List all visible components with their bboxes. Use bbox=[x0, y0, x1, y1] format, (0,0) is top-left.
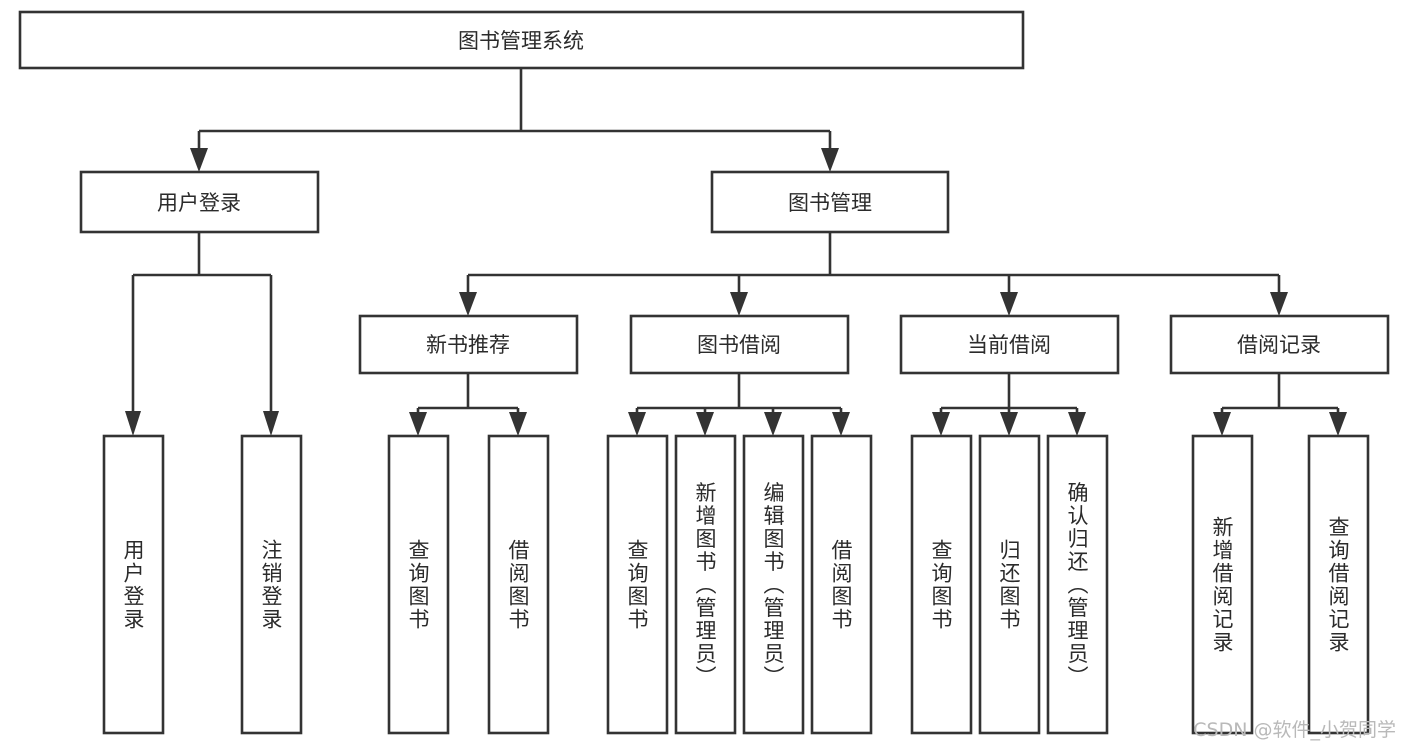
node-leaf-query-book-2-label: 查询图书 bbox=[625, 539, 649, 631]
arrow-head-current-borrow bbox=[1000, 292, 1018, 316]
arrow-head-leaf-add-book-admin bbox=[696, 412, 714, 436]
node-leaf-borrow-book-2-box[interactable] bbox=[810, 434, 873, 735]
arrow-head-leaf-logout-login bbox=[263, 411, 279, 436]
node-root[interactable]: 图书管理系统 bbox=[18, 10, 1025, 70]
node-new-book-recommend[interactable]: 新书推荐 bbox=[358, 314, 579, 375]
node-leaf-logout-login-label: 注销登录 bbox=[259, 539, 283, 631]
node-new-book-recommend-label: 新书推荐 bbox=[426, 333, 510, 357]
node-leaf-confirm-return-admin-box[interactable] bbox=[1046, 434, 1109, 735]
arrow-head-book-management bbox=[821, 148, 839, 172]
arrow-head-leaf-query-book-1 bbox=[409, 412, 427, 436]
node-leaf-borrow-book-1[interactable]: 借阅图书 bbox=[487, 434, 550, 735]
node-leaf-edit-book-admin-box[interactable] bbox=[742, 434, 805, 735]
arrow-head-leaf-edit-book-admin bbox=[764, 412, 782, 436]
node-book-borrow-box[interactable] bbox=[629, 314, 850, 375]
node-leaf-edit-book-admin[interactable]: 编辑图书（管理员） bbox=[742, 434, 805, 735]
node-leaf-add-book-admin-label: 新增图书（管理员） bbox=[693, 482, 717, 689]
node-user-login[interactable]: 用户登录 bbox=[79, 170, 320, 234]
node-leaf-user-login-label: 用户登录 bbox=[121, 539, 145, 631]
node-borrow-record-label: 借阅记录 bbox=[1237, 333, 1321, 357]
node-borrow-record-box[interactable] bbox=[1169, 314, 1390, 375]
node-leaf-return-book-label: 归还图书 bbox=[997, 539, 1021, 631]
node-book-management[interactable]: 图书管理 bbox=[710, 170, 950, 234]
node-leaf-edit-book-admin-label: 编辑图书（管理员） bbox=[761, 482, 785, 689]
node-leaf-borrow-book-1-label: 借阅图书 bbox=[506, 539, 530, 631]
arrow-head-leaf-borrow-book-2 bbox=[832, 412, 850, 436]
node-leaf-query-book-3[interactable]: 查询图书 bbox=[910, 434, 973, 735]
node-leaf-add-book-admin[interactable]: 新增图书（管理员） bbox=[674, 434, 737, 735]
node-book-management-label: 图书管理 bbox=[788, 191, 872, 215]
arrow-head-new-book-recommend bbox=[459, 292, 477, 316]
csdn-watermark: CSDN @软件_小贺同学 bbox=[1193, 719, 1396, 741]
arrow-head-leaf-confirm-return-admin bbox=[1068, 412, 1086, 436]
node-leaf-borrow-book-1-box[interactable] bbox=[487, 434, 550, 735]
node-leaf-add-book-admin-box[interactable] bbox=[674, 434, 737, 735]
node-leaf-query-book-2-box[interactable] bbox=[606, 434, 669, 735]
node-leaf-borrow-book-2[interactable]: 借阅图书 bbox=[810, 434, 873, 735]
node-current-borrow-box[interactable] bbox=[899, 314, 1120, 375]
node-leaf-borrow-book-2-label: 借阅图书 bbox=[829, 539, 853, 631]
node-leaf-user-login[interactable]: 用户登录 bbox=[102, 434, 165, 735]
arrow-head-leaf-query-book-3 bbox=[932, 412, 950, 436]
node-borrow-record[interactable]: 借阅记录 bbox=[1169, 314, 1390, 375]
arrow-head-leaf-query-borrow-record bbox=[1329, 412, 1347, 436]
arrow-head-leaf-borrow-book-1 bbox=[509, 412, 527, 436]
node-leaf-query-book-1[interactable]: 查询图书 bbox=[387, 434, 450, 735]
arrow-head-borrow-record bbox=[1270, 292, 1288, 316]
node-leaf-add-borrow-record-label: 新增借阅记录 bbox=[1210, 516, 1234, 654]
node-leaf-query-book-2[interactable]: 查询图书 bbox=[606, 434, 669, 735]
node-leaf-return-book-box[interactable] bbox=[978, 434, 1041, 735]
connector-layer bbox=[125, 68, 1347, 436]
node-leaf-return-book[interactable]: 归还图书 bbox=[978, 434, 1041, 735]
node-user-login-label: 用户登录 bbox=[157, 191, 241, 215]
arrow-head-leaf-add-borrow-record bbox=[1213, 412, 1231, 436]
node-leaf-user-login-box[interactable] bbox=[102, 434, 165, 735]
node-leaf-logout-login-box[interactable] bbox=[240, 434, 303, 735]
node-leaf-query-book-1-label: 查询图书 bbox=[406, 539, 430, 631]
arrow-head-leaf-user-login bbox=[125, 411, 141, 436]
node-book-borrow-label: 图书借阅 bbox=[697, 333, 781, 357]
node-leaf-query-borrow-record-label: 查询借阅记录 bbox=[1326, 516, 1350, 654]
node-user-login-box[interactable] bbox=[79, 170, 320, 234]
arrow-head-user-login bbox=[190, 148, 208, 172]
node-current-borrow[interactable]: 当前借阅 bbox=[899, 314, 1120, 375]
node-new-book-recommend-box[interactable] bbox=[358, 314, 579, 375]
arrow-head-book-borrow bbox=[730, 292, 748, 316]
node-leaf-query-borrow-record-box[interactable] bbox=[1307, 434, 1370, 735]
node-leaf-query-book-1-box[interactable] bbox=[387, 434, 450, 735]
node-leaf-confirm-return-admin[interactable]: 确认归还（管理员） bbox=[1046, 434, 1109, 735]
node-root-label: 图书管理系统 bbox=[458, 29, 584, 53]
node-leaf-query-book-3-box[interactable] bbox=[910, 434, 973, 735]
arrow-head-leaf-return-book bbox=[1000, 412, 1018, 436]
node-current-borrow-label: 当前借阅 bbox=[967, 333, 1051, 357]
node-book-management-box[interactable] bbox=[710, 170, 950, 234]
node-leaf-query-borrow-record[interactable]: 查询借阅记录 bbox=[1307, 434, 1370, 735]
arrow-head-leaf-query-book-2 bbox=[628, 412, 646, 436]
node-book-borrow[interactable]: 图书借阅 bbox=[629, 314, 850, 375]
node-leaf-query-book-3-label: 查询图书 bbox=[929, 539, 953, 631]
node-leaf-confirm-return-admin-label: 确认归还（管理员） bbox=[1065, 482, 1089, 689]
node-leaf-add-borrow-record-box[interactable] bbox=[1191, 434, 1254, 735]
node-root-box[interactable] bbox=[18, 10, 1025, 70]
node-leaf-add-borrow-record[interactable]: 新增借阅记录 bbox=[1191, 434, 1254, 735]
node-leaf-logout-login[interactable]: 注销登录 bbox=[240, 434, 303, 735]
